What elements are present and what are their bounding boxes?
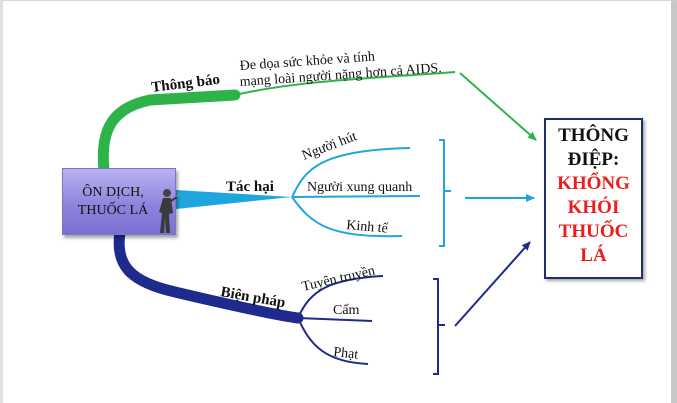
measures-line-3 [297, 317, 369, 365]
message-title: THÔNG ĐIỆP: [558, 125, 629, 170]
message-body: KHỔNG KHÓI THUỐC LÁ [557, 173, 630, 266]
harm-line-3 [291, 196, 403, 238]
arrow-measures-to-message [454, 241, 531, 327]
measures-line-1 [297, 275, 384, 319]
center-topic-box: ÔN DỊCH, THUỐC LÁ [62, 168, 176, 235]
harm-line-2 [291, 195, 421, 198]
arrow-notice-to-message [459, 72, 537, 141]
measures-line-2 [297, 317, 373, 322]
measures-item-3: Phạt [333, 345, 359, 363]
measures-item-2: Cấm [333, 303, 360, 318]
harm-line-1 [291, 147, 411, 198]
branch-harm-label: Tác hại [226, 179, 274, 195]
harm-item-3: Kinh tế [346, 218, 390, 237]
branch-measures-curve [113, 226, 304, 324]
branch-harm-wedge [176, 190, 292, 209]
center-topic-label: ÔN DỊCH, THUỐC LÁ [77, 185, 149, 218]
harm-item-2: Người xung quanh [307, 180, 412, 195]
branch-notice-tail [234, 71, 456, 96]
branch-notice-curve [97, 89, 241, 176]
harm-bracket [439, 139, 451, 247]
measures-item-1: Tuyên truyền [301, 264, 377, 295]
measures-bracket [433, 278, 445, 375]
message-box: THÔNG ĐIỆP: KHỔNG KHÓI THUỐC LÁ [544, 118, 643, 279]
smoker-silhouette-icon [159, 189, 180, 233]
